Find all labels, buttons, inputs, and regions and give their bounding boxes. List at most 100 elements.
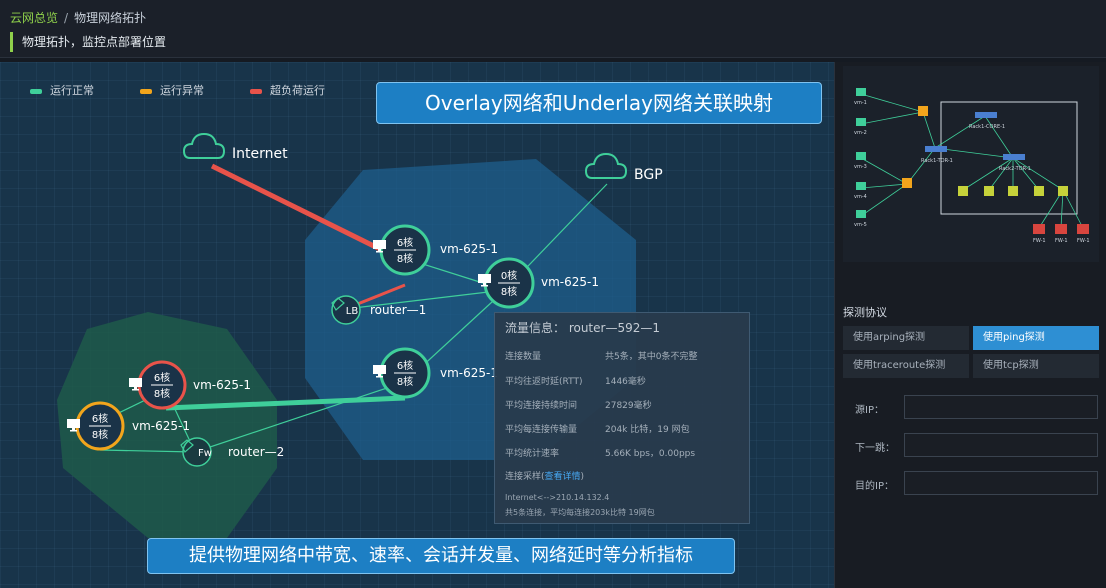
router-badge: LB	[346, 306, 359, 317]
vm-node[interactable]: 6核 8核	[373, 224, 431, 276]
monitor-icon	[478, 274, 491, 287]
flow-info-label: 平均统计速率	[505, 449, 560, 459]
flow-info-label: 连接数量	[505, 352, 542, 362]
legend-label: 超负荷运行	[270, 84, 325, 97]
legend-label: 运行异常	[160, 84, 204, 97]
flow-info-sample: 连接采样(查看详情)	[505, 469, 584, 482]
minimap-vm-label: vm-4	[854, 194, 867, 200]
vm-cores-top: 0核	[501, 269, 517, 282]
breadcrumb: 云网总览 / 物理网络拓扑	[10, 9, 146, 26]
page-subtitle: 物理拓扑，监控点部署位置	[10, 32, 166, 52]
vm-cores-bottom: 8核	[92, 428, 108, 441]
topology-minimap[interactable]: vm-1 vm-2 vm-3 vm-4 vm-5 Rack1-CORE-1 Ra…	[843, 66, 1099, 262]
minimap-switches	[925, 112, 1025, 160]
minimap-vm-label: vm-5	[854, 222, 867, 228]
minimap-vm-label: vm-3	[854, 164, 867, 170]
ping-probe-button[interactable]: 使用ping探测	[973, 326, 1099, 350]
link-vm-router2-b	[99, 449, 196, 453]
vm-node[interactable]: 0核 8核	[478, 257, 535, 309]
flow-info-popup: 流量信息： router—592—1 连接数量共5条，其中0条不完整 平均往返时…	[494, 312, 750, 524]
legend-label: 运行正常	[50, 84, 94, 97]
minimap-gateway-nodes	[902, 106, 928, 188]
vm-node[interactable]: 6核 8核	[67, 401, 125, 451]
breadcrumb-current: 物理网络拓扑	[74, 11, 147, 25]
minimap-fw-nodes	[1033, 224, 1089, 234]
arping-probe-button[interactable]: 使用arping探测	[843, 326, 969, 350]
flow-sample-line: 共5条连接，平均每连接203k比特 19网包	[505, 508, 655, 517]
breadcrumb-separator: /	[64, 11, 69, 25]
cloud-icon[interactable]	[182, 132, 226, 159]
legend-item-abnormal: 运行异常	[140, 82, 204, 98]
tcp-probe-button[interactable]: 使用tcp探测	[973, 354, 1099, 378]
vm-cores-bottom: 8核	[397, 375, 413, 388]
flow-info-label: 平均往返时延(RTT)	[505, 377, 583, 387]
cloud-label-internet: Internet	[232, 146, 288, 162]
monitor-icon	[373, 240, 386, 253]
minimap-switch-label: Rack2-TOR-1	[999, 166, 1031, 172]
breadcrumb-home-link[interactable]: 云网总览	[10, 11, 59, 25]
minimap-vm-label: vm-2	[854, 130, 867, 136]
destination-ip-input[interactable]	[904, 471, 1098, 495]
load-balancer-icon	[331, 297, 345, 311]
vm-label: vm-625-1	[440, 242, 498, 256]
traceroute-probe-button[interactable]: 使用traceroute探测	[843, 354, 969, 378]
vm-cores-top: 6核	[397, 236, 413, 249]
flow-info-value: 1446毫秒	[605, 377, 646, 387]
flow-sample-close: )	[580, 472, 585, 482]
flow-info-value: 27829毫秒	[605, 401, 652, 411]
minimap-fw-label: FW-1	[1055, 238, 1068, 244]
cloud-icon[interactable]	[584, 152, 628, 179]
right-panel: vm-1 vm-2 vm-3 vm-4 vm-5 Rack1-CORE-1 Ra…	[834, 62, 1106, 588]
view-details-link[interactable]: 查看详情	[544, 472, 581, 482]
destination-ip-label: 目的IP：	[855, 481, 894, 492]
legend-swatch	[250, 88, 262, 94]
vm-cores-bottom: 8核	[397, 252, 413, 265]
minimap-switch-label: Rack1-CORE-1	[969, 124, 1005, 130]
cloud-label-bgp: BGP	[634, 167, 663, 183]
minimap-server-nodes	[958, 186, 1068, 196]
minimap-vm-nodes	[856, 88, 866, 218]
vm-label: vm-625-1	[132, 419, 190, 433]
vm-label: vm-625-1	[193, 378, 251, 392]
source-ip-input[interactable]	[904, 395, 1098, 419]
router-node[interactable]: LB	[331, 295, 361, 325]
flow-info-row: 连接数量 共5条，其中0条不完整	[505, 349, 697, 362]
monitor-icon	[373, 365, 386, 378]
legend-swatch	[30, 88, 42, 94]
vm-cores-top: 6核	[92, 412, 108, 425]
flow-sample-line: Internet<-->210.14.132.4	[505, 493, 610, 502]
link-internet-vm	[210, 163, 390, 256]
router-badge: Fw	[198, 448, 212, 459]
vm-node[interactable]: 6核 8核	[129, 360, 187, 410]
flow-info-row: 平均往返时延(RTT) 1446毫秒	[505, 374, 646, 387]
minimap-links	[860, 93, 1084, 229]
minimap-vm-label: vm-1	[854, 100, 867, 106]
flow-info-value: 204k 比特，19 网包	[605, 425, 690, 435]
vm-node[interactable]: 6核 8核	[373, 347, 431, 399]
router-label: router—1	[370, 303, 426, 317]
overlay-underlay-banner: Overlay网络和Underlay网络关联映射	[376, 82, 822, 124]
vm-cores-top: 6核	[154, 371, 170, 384]
router-node[interactable]: Fw	[180, 437, 212, 467]
vm-cores-bottom: 8核	[501, 285, 517, 298]
source-ip-label: 源IP：	[855, 405, 884, 416]
legend-swatch	[140, 88, 152, 94]
legend-item-overload: 超负荷运行	[250, 82, 325, 98]
next-hop-input[interactable]	[904, 433, 1098, 457]
flow-info-value: 共5条，其中0条不完整	[605, 352, 698, 362]
link-router2-vm	[194, 381, 406, 453]
flow-info-value: 5.66K bps，0.00pps	[605, 449, 696, 459]
legend-item-normal: 运行正常	[30, 82, 94, 98]
monitor-icon	[129, 378, 142, 391]
monitor-icon	[67, 419, 80, 432]
vm-label: vm-625-1	[440, 366, 498, 380]
link-router1-vm	[344, 289, 506, 310]
link-overlay-vm-bold	[165, 395, 406, 411]
vm-cores-top: 6核	[397, 359, 413, 372]
minimap-fw-label: FW-1	[1033, 238, 1046, 244]
minimap-graph: vm-1 vm-2 vm-3 vm-4 vm-5 Rack1-CORE-1 Ra…	[854, 88, 1090, 244]
firewall-icon	[180, 439, 194, 453]
flow-info-row: 平均统计速率 5.66K bps，0.00pps	[505, 446, 695, 459]
